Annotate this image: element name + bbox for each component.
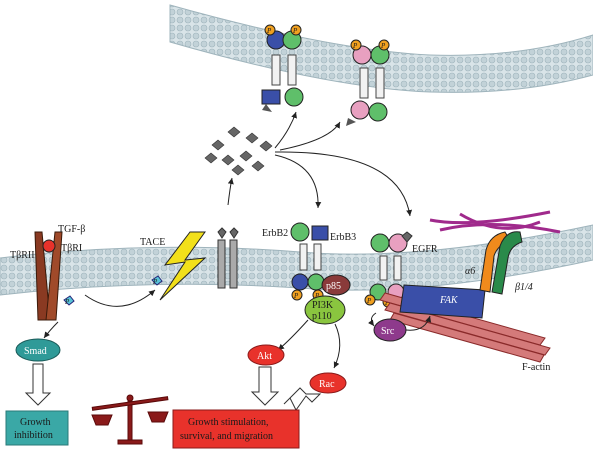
- smad-to-inhibition-arrow: [24, 363, 52, 406]
- alpha6-label: α6: [465, 266, 475, 277]
- erbb2-label: ErbB2: [262, 228, 288, 239]
- akt-to-growth-arrow: [250, 366, 280, 406]
- top-receptor-complex-2: P P: [346, 39, 390, 126]
- tbri-label: TβRI: [61, 243, 82, 254]
- src-arrow: [368, 312, 377, 327]
- growth-stim-line2: survival, and migration: [180, 431, 273, 442]
- tgfbeta-receptor: P: [34, 231, 75, 321]
- rac-label: Rac: [319, 379, 335, 390]
- rac-to-growth-arrow: [283, 387, 322, 411]
- erbb3-label: ErbB3: [330, 232, 356, 243]
- growth-stim-line1: Growth stimulation,: [188, 417, 269, 428]
- balance-scale-icon: [91, 394, 169, 445]
- smad-label: Smad: [24, 346, 47, 357]
- p85-label: p85: [326, 281, 341, 292]
- fak-node: [399, 284, 486, 319]
- pi3k-label: PI3K: [312, 300, 334, 311]
- growth-stimulation-box: [172, 409, 300, 449]
- pi3k-to-akt-arrow: [277, 319, 309, 351]
- pi3k-to-rac-arrow: [333, 323, 341, 369]
- p-label: P: [293, 292, 299, 300]
- growth-inhibition-box: [5, 410, 69, 446]
- p-label: P: [384, 299, 390, 307]
- p85-node: [321, 274, 351, 296]
- p-label: P: [152, 278, 158, 286]
- growth-inhibition-line2: inhibition: [14, 430, 53, 441]
- ligand-arrows: [227, 111, 413, 217]
- tgf-to-smad-arrow: [43, 321, 59, 339]
- rac-node: [309, 372, 347, 394]
- p-label: P: [366, 297, 372, 305]
- egfr-label: EGFR: [412, 244, 438, 255]
- smad-node: [15, 338, 61, 362]
- tgf-to-tace-arrow: [84, 289, 156, 307]
- p110-label: p110: [312, 311, 332, 322]
- p-label: P: [352, 42, 358, 50]
- pro-ligand-pair: [217, 227, 239, 289]
- f-actin-label: F-actin: [522, 362, 550, 373]
- integrin-beta14: [491, 231, 523, 295]
- akt-node: [247, 344, 285, 366]
- p-label: P: [314, 292, 320, 300]
- tgfbeta-label: TGF-β: [58, 224, 85, 235]
- src-to-fak-arrow: [405, 315, 432, 331]
- p-label: P: [64, 298, 70, 306]
- top-membrane: [169, 4, 593, 93]
- growth-inhibition-line1: Growth: [20, 417, 51, 428]
- tace-bolt: P: [151, 231, 207, 301]
- p-label: P: [292, 27, 298, 35]
- beta14-label: β1/4: [514, 282, 533, 293]
- akt-label: Akt: [257, 351, 272, 362]
- tace-label: TACE: [140, 237, 165, 248]
- src-label: Src: [381, 326, 395, 337]
- laminin-fibres: [429, 210, 561, 234]
- p-label: P: [266, 27, 272, 35]
- pi3k-node: [304, 295, 346, 325]
- top-receptor-complex-1: P P: [261, 24, 304, 112]
- bottom-membrane: [0, 224, 593, 296]
- fak-label: FAK: [439, 295, 459, 306]
- tbrii-label: TβRII: [10, 250, 35, 261]
- p-label: P: [380, 42, 386, 50]
- ligand-cluster: [204, 126, 273, 176]
